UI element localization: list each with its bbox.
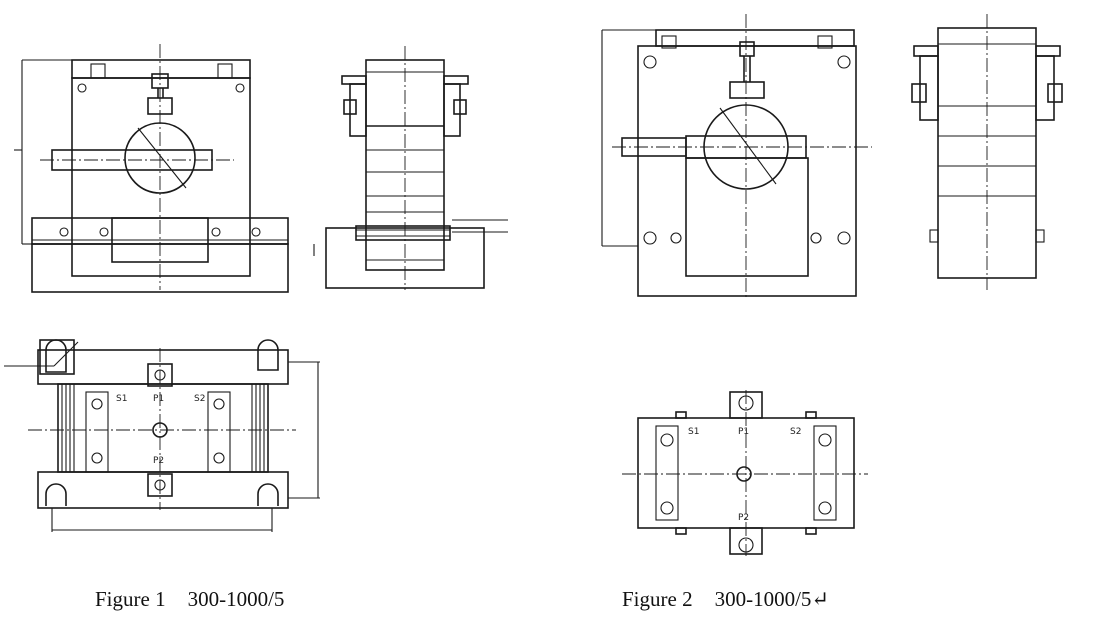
figure-2-side-view [911, 14, 1063, 290]
terminal-s2-label-fig2: S2 [790, 427, 801, 437]
terminal-p1-label-fig2: P1 [738, 427, 749, 437]
figure-1-label: Figure 1 [95, 587, 166, 611]
terminal-s2-label: S2 [194, 394, 205, 404]
figure-2-rating: 300-1000/5↵ [714, 587, 830, 611]
figure-2-caption: Figure 2 300-1000/5↵ [622, 587, 829, 612]
terminal-s1-label: S1 [116, 394, 127, 404]
terminal-s1-label-fig2: S1 [688, 427, 699, 437]
figure-2-top-view: S1 S2 P1 P2 [622, 390, 868, 556]
figure-1-rating: 300-1000/5 [187, 587, 285, 611]
figure-1-caption: Figure 1 300-1000/5 [95, 587, 284, 612]
terminal-p2-label-fig2: P2 [738, 513, 749, 523]
terminal-p1-label: P1 [153, 394, 164, 404]
figure-1-top-view: S1 S2 P1 P2 [4, 339, 320, 532]
figure-1-front-view [14, 44, 289, 293]
figure-2-front-view [601, 14, 872, 300]
figure-2-label: Figure 2 [622, 587, 693, 611]
terminal-p2-label: P2 [153, 456, 164, 466]
figure-1-side-view [313, 46, 508, 290]
